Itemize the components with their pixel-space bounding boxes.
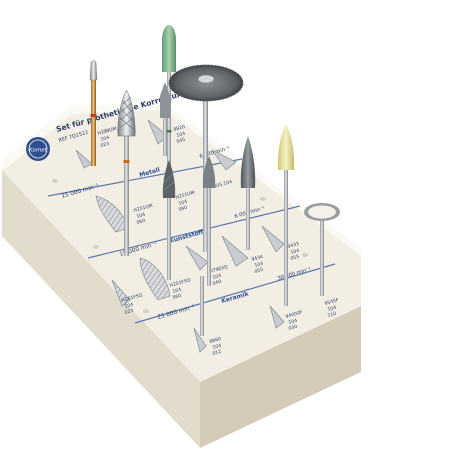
code-8860: 8860 [209,336,222,345]
code-h139um-2: 104 [100,135,110,143]
code-h79esq-2: 104 [212,273,222,281]
code-h251fsq: H251FSQ [169,277,192,289]
code-9434: 9434 [251,254,264,263]
logo-text: Komet [29,148,48,154]
code-94000f-3: 030 [288,324,298,332]
tray-left-side [2,170,200,448]
code-h251gum-3: 060 [178,205,188,213]
code-9545f: 9545F [324,297,340,307]
code-h139um-3: 023 [100,141,110,149]
code-h261fsq: H261FSQ [121,292,144,304]
code-9545f-2: 104 [327,305,337,313]
diamond-taper-bur [160,82,170,156]
code-9545f-3: 110 [327,311,337,319]
code-h79esq: H79ESQ [209,264,229,275]
green-mounted-stone [162,25,176,196]
code-h79esq-3: 040 [212,279,222,287]
grey-polisher-cone [240,136,256,250]
code-9434-2: 104 [254,261,264,269]
yellow-polisher-flame [277,124,295,306]
printed-tool-outlines [75,119,285,353]
code-h251um: H251UM [133,203,153,214]
code-9820-3: 045 [176,137,186,145]
code-94000f: 94000F [285,309,304,320]
code-9434-3: 055 [254,267,264,275]
carbide-cross-bur [202,156,216,286]
code-h261fsq-3: 023 [124,308,134,316]
tray-right-side [200,306,361,448]
black-cone-bur [162,160,176,280]
code-h261fsq-2: 104 [124,302,134,310]
tool-code-labels: H139UM 104 023 9820 104 045 H251UM 104 0… [97,124,340,357]
code-8860-3: 012 [212,349,222,357]
gold-carbide-bur [89,59,98,166]
komet-logo: Komet [26,137,50,161]
tray-top-back [70,106,361,306]
code-9433-2: 104 [290,248,300,256]
tray-top [2,111,361,382]
code-94000f-2: 104 [288,318,298,326]
code-h251um-3: 060 [136,218,146,226]
code-9433: 9433 [287,241,300,250]
code-h251fsq-3: 060 [172,293,182,301]
code-9433-3: 055 [290,254,300,262]
white-polishing-disc [304,203,340,296]
short-bur-bottom [200,276,204,336]
code-h251gum: H251UM [175,190,195,201]
code-305: 305.104 [213,179,233,190]
flame-carbide-bur [117,89,136,256]
code-h251gum-2: 104 [178,199,188,207]
tray [2,102,361,448]
code-h139um: H139UM [97,126,117,137]
code-9820: 9820 [173,124,186,133]
code-8860-2: 104 [212,343,222,351]
code-9820-2: 104 [176,131,186,139]
code-h251um-2: 104 [136,212,146,220]
code-h251fsq-2: 104 [172,287,182,295]
